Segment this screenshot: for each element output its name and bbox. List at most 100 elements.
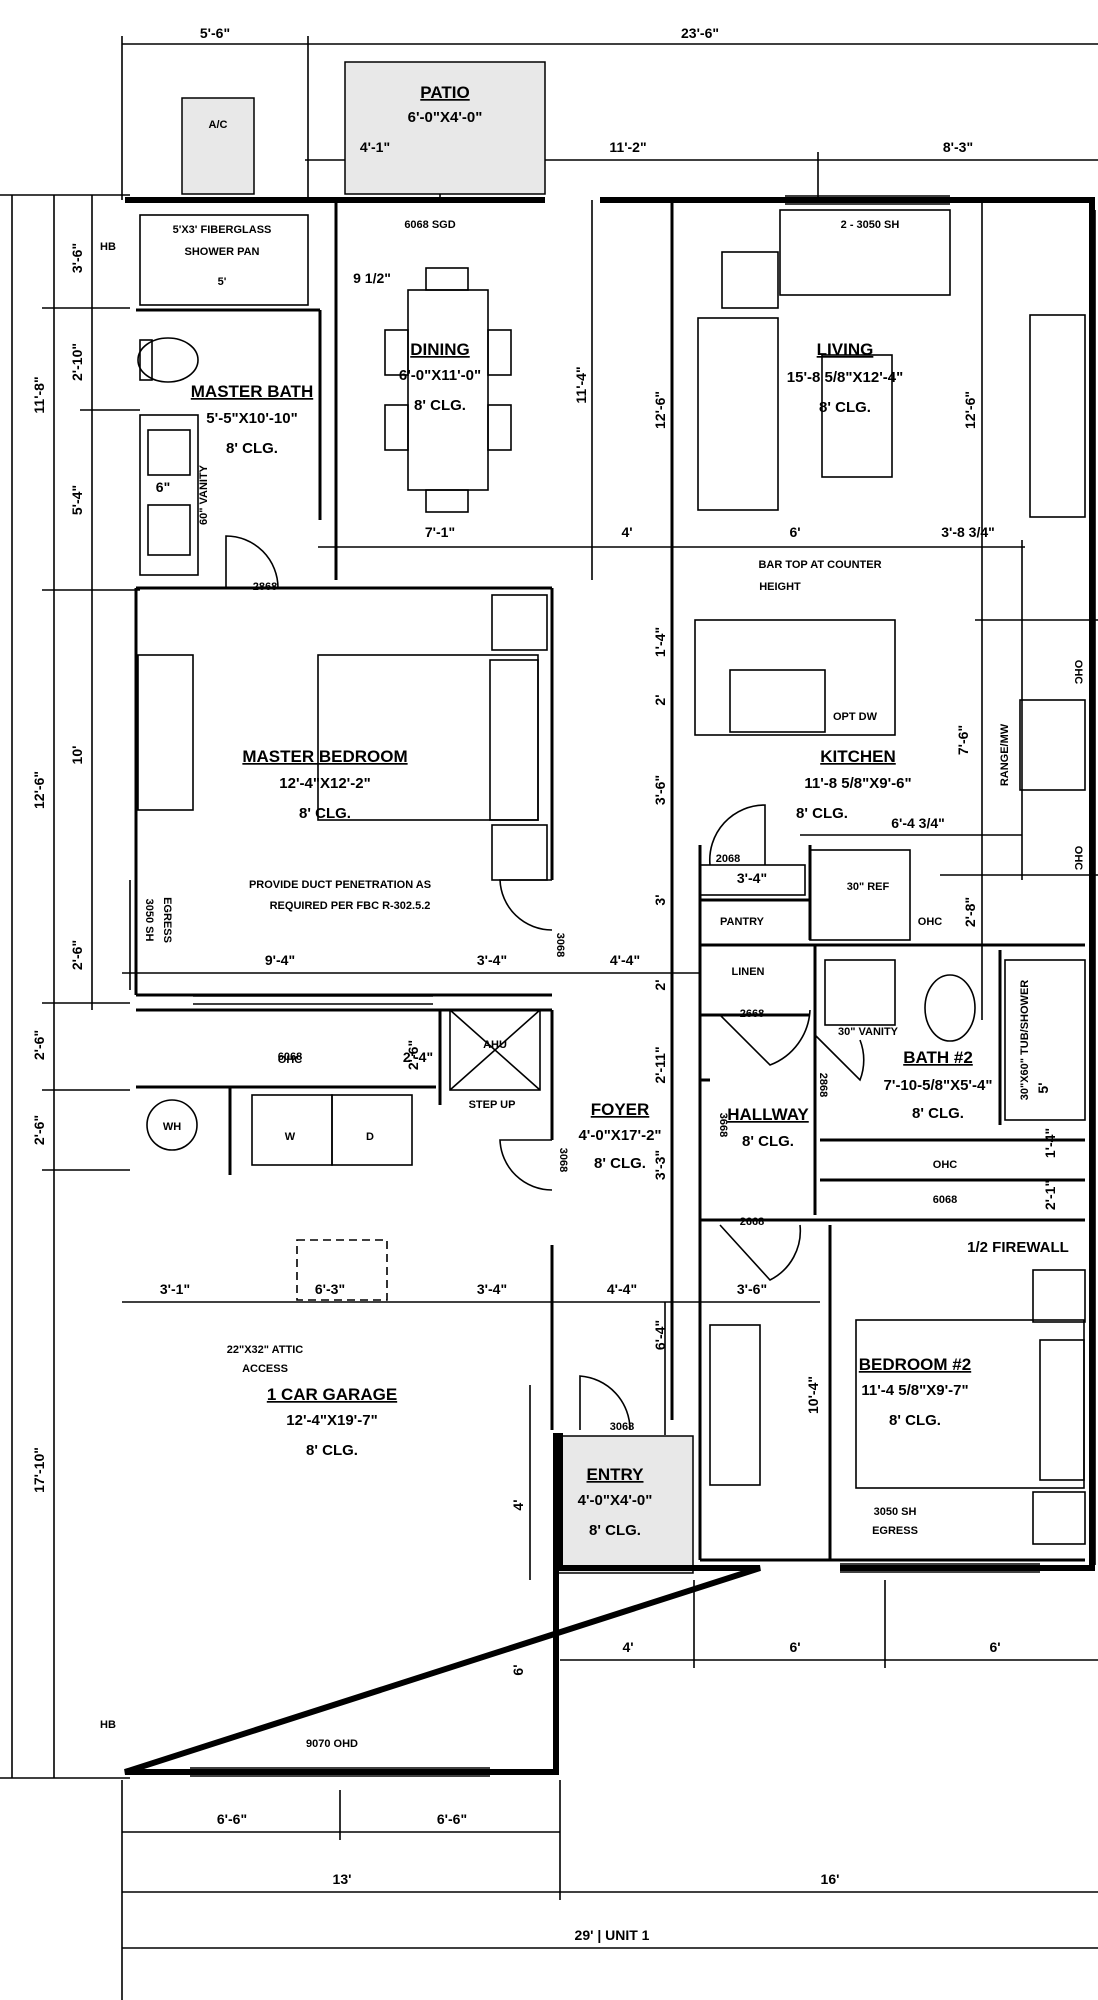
ref-label: 30" REF (847, 881, 890, 893)
dim-l-5-4: 5'-4" (69, 485, 85, 515)
opt-dw-label: OPT DW (833, 711, 878, 723)
dim-6: 6' (789, 524, 800, 540)
door-3068-entry: 3068 (610, 1421, 634, 1433)
patio-pad (344, 61, 546, 195)
dim-7-6: 7'-6" (955, 725, 971, 755)
dim-l-3-6: 3'-6" (69, 243, 85, 273)
dim-10-4: 10'-4" (805, 1376, 821, 1414)
bath2-clg: 8' CLG. (912, 1105, 964, 1122)
entry-clg: 8' CLG. (589, 1522, 641, 1539)
entry-dims: 4'-0"X4'-0" (578, 1492, 653, 1509)
master-bath-name: MASTER BATH (191, 382, 313, 401)
ohc-bath2-label: OHC (933, 1159, 958, 1171)
egress-master-2: EGRESS (161, 897, 173, 943)
door-2868-bath2: 2868 (817, 1073, 829, 1097)
dim-11-4: 11'-4" (573, 366, 589, 403)
shower-pan-5ft: 5' (218, 276, 227, 288)
bedroom2-dims: 11'-4 5/8"X9'-7" (861, 1382, 968, 1399)
egress-bed2-1: 3050 SH (874, 1506, 917, 1518)
living-dims: 15'-8 5/8"X12'-4" (787, 369, 903, 386)
dim-3-6-k: 3'-6" (652, 775, 668, 805)
interior-walls (134, 200, 1085, 1562)
dim-2-k: 2' (652, 694, 668, 705)
door-2668-linen: 2668 (740, 1008, 764, 1020)
foyer-dims: 4'-0"X17'-2" (578, 1127, 661, 1144)
dim-b-16: 16' (821, 1871, 840, 1887)
garage-clg: 8' CLG. (306, 1442, 358, 1459)
bath2-dims: 7'-10-5/8"X5'-4" (884, 1077, 993, 1094)
dim-l-12-6: 12'-6" (31, 771, 47, 809)
dim-b-6b: 6' (989, 1639, 1000, 1655)
dining-clg: 8' CLG. (414, 397, 466, 414)
dim-4: 4' (621, 524, 632, 540)
dim-6-3: 6'-3" (315, 1281, 345, 1297)
dim-top-left: 5'-6" (200, 25, 230, 41)
ohc-ref-label: OHC (918, 916, 943, 928)
bar-top-line1: BAR TOP AT COUNTER (758, 559, 881, 571)
garage-dims: 12'-4"X19'-7" (286, 1412, 377, 1429)
dim-3-3: 3'-3" (652, 1150, 668, 1180)
dim-b-6a: 6' (789, 1639, 800, 1655)
dim-12-6-right: 12'-6" (962, 391, 978, 429)
dryer-label: D (366, 1131, 374, 1143)
dim-2-11: 2'-11" (652, 1046, 668, 1083)
sgd-label: 6068 SGD (404, 219, 455, 231)
dim-3-4-g: 3'-4" (477, 1281, 507, 1297)
wh-label: WH (163, 1121, 181, 1133)
dim-12-6-kitchen: 12'-6" (652, 391, 668, 429)
duct-line2: REQUIRED PER FBC R-302.5.2 (270, 900, 431, 912)
dim-3-1: 3'-1" (160, 1281, 190, 1297)
room-labels: PATIO 6'-0"X4'-0" A/C 5'X3' FIBERGLASS S… (173, 83, 993, 1539)
dim-7-1: 7'-1" (425, 524, 455, 540)
note-labels: 6068 SGD 2 - 3050 SH BAR TOP AT COUNTER … (100, 219, 1084, 1750)
dimension-lines (0, 36, 1098, 2000)
windows (129, 195, 1096, 1777)
dim-l-10: 10' (69, 746, 85, 765)
door-2868-mbath: 2868 (253, 581, 277, 593)
dim-9-4: 9'-4" (265, 952, 295, 968)
dim-b-13: 13' (333, 1871, 352, 1887)
patio-dims: 6'-0"X4'-0" (408, 109, 483, 126)
linen-label: LINEN (732, 966, 765, 978)
dining-dims: 6'-0"X11'-0" (399, 367, 481, 384)
dim-2-4: 2'-4" (403, 1049, 433, 1065)
d6068-bath2: 6068 (933, 1194, 957, 1206)
dim-5-tub: 5' (1035, 1082, 1051, 1093)
hallway-clg: 8' CLG. (742, 1133, 794, 1150)
hallway-name: HALLWAY (727, 1105, 809, 1124)
dim-6in: 6" (156, 479, 170, 495)
kitchen-clg: 8' CLG. (796, 805, 848, 822)
fixtures (137, 209, 1086, 1545)
dim-2-8: 2'-8" (962, 897, 978, 927)
ac-name: A/C (209, 119, 228, 131)
door-2668-bed2: 2668 (740, 1216, 764, 1228)
patio-name: PATIO (420, 83, 469, 102)
firewall-label: 1/2 FIREWALL (967, 1239, 1069, 1256)
shower-pan-line1: 5'X3' FIBERGLASS (173, 224, 272, 236)
master-bedroom-clg: 8' CLG. (299, 805, 351, 822)
egress-bed2-2: EGRESS (872, 1525, 918, 1537)
foyer-name: FOYER (591, 1100, 650, 1119)
entry-name: ENTRY (587, 1465, 645, 1484)
dim-l-2-6b: 2'-6" (31, 1030, 47, 1060)
range-label: RANGE/MW (999, 723, 1011, 786)
ohc-kitchen-upper: OHC (1072, 660, 1084, 685)
entry-pad (557, 1435, 694, 1574)
egress-master-1: 3050 SH (143, 899, 155, 942)
vanity60-label: 60" VANITY (198, 464, 210, 525)
ahu-label: AHU (483, 1039, 507, 1051)
washer-label: W (285, 1131, 296, 1143)
dim-l-2-6c: 2'-6" (31, 1115, 47, 1145)
dim-6-g: 6' (510, 1664, 526, 1675)
living-name: LIVING (817, 340, 874, 359)
bedroom2-clg: 8' CLG. (889, 1412, 941, 1429)
dim-b-6-6a: 6'-6" (217, 1811, 247, 1827)
ac-pad (181, 97, 255, 195)
ohc-kitchen-lower: OHC (1072, 846, 1084, 871)
dining-name: DINING (410, 340, 470, 359)
dim-1-4: 1'-4" (652, 627, 668, 657)
bath2-name: BATH #2 (903, 1048, 973, 1067)
master-bath-clg: 8' CLG. (226, 440, 278, 457)
dim-6-4-34: 6'-4 3/4" (891, 815, 945, 831)
